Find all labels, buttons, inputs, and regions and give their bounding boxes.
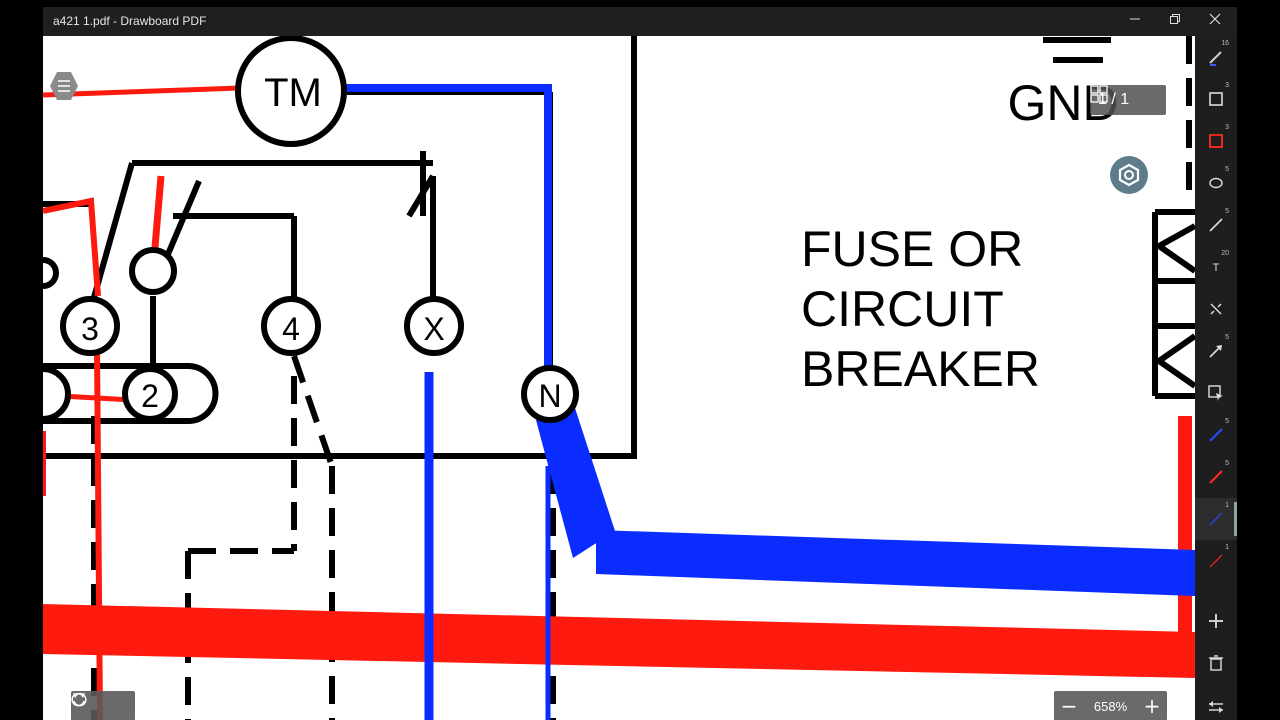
pen-icon [1209,51,1222,66]
window-title: a421 1.pdf - Drawboard PDF [53,14,207,28]
delete-button[interactable] [1195,642,1237,684]
ellipse-tool[interactable]: 5 [1195,162,1237,204]
minimize-button[interactable] [1115,7,1155,36]
zoom-out-button[interactable]: − [1060,694,1078,718]
svg-text:T: T [1213,262,1220,274]
blue-line-thin-tool[interactable]: 1 [1195,498,1237,540]
zoom-control: − 658% + [1054,691,1167,720]
fuse-label-line2: CIRCUIT [801,281,1004,337]
menu-button[interactable] [47,69,81,103]
blue-line-icon [1209,428,1223,442]
terminal-2 [122,366,178,422]
blue-line-tool[interactable]: 5 [1195,414,1237,456]
terminal-n-label: N [538,378,561,414]
rectangle-red-tool[interactable]: 3 [1195,120,1237,162]
terminal-x-label: X [423,311,444,347]
tm-label: TM [264,71,322,115]
red-line-tool[interactable]: 5 [1195,456,1237,498]
pen-tool[interactable]: 16 [1195,36,1237,78]
red-line-icon [1209,470,1223,484]
terminal-3-label: 3 [81,311,99,347]
title-bar: a421 1.pdf - Drawboard PDF [43,7,1237,36]
eraser-icon [1210,303,1222,315]
grid-view-icon[interactable] [1090,85,1108,103]
annotation-toolbar: 16 3 3 5 5 T 20 5 [1195,36,1237,720]
line-tool[interactable]: 5 [1195,204,1237,246]
arrow-tool[interactable]: 5 [1195,330,1237,372]
zoom-in-button[interactable]: + [1143,694,1161,718]
pdf-canvas[interactable]: TM 3 2 4 X N GND FUSE OR CIRCUIT BREAKER [43,36,1195,720]
close-icon [1209,13,1221,25]
add-tool-button[interactable] [1195,600,1237,642]
blue-line-thin-icon [1209,512,1223,526]
terminal-2-label: 2 [141,378,159,414]
redo-icon [71,692,85,707]
terminal-4 [261,296,321,356]
settings-button[interactable] [1109,155,1149,195]
select-tool[interactable] [1195,372,1237,414]
terminal-x [404,296,464,356]
select-icon [1208,385,1223,401]
restore-icon [1170,14,1180,24]
wiring-diagram: TM 3 2 4 X N GND FUSE OR CIRCUIT BREAKER [43,36,1195,720]
undo-redo-group [71,691,135,720]
fuse-label-line1: FUSE OR [801,221,1023,277]
swap-button[interactable] [1195,686,1237,720]
trash-icon [1209,655,1223,671]
ellipse-icon [1209,177,1223,189]
terminals [43,36,579,423]
app-window: a421 1.pdf - Drawboard PDF [43,7,1237,720]
rectangle-icon [1209,92,1223,106]
rectangle-black-tool[interactable]: 3 [1195,78,1237,120]
terminal-4-label: 4 [282,311,300,347]
line-icon [1209,218,1223,232]
redo-button[interactable] [71,691,135,720]
red-wires [43,85,1195,720]
close-button[interactable] [1195,7,1235,36]
arrow-icon [1209,345,1222,358]
maximize-button[interactable] [1155,7,1195,36]
minimize-icon [1130,18,1140,20]
red-line-thin-icon [1209,554,1223,568]
tm-terminal [235,36,347,147]
gear-icon [1110,156,1148,194]
swap-icon [1209,701,1223,713]
hamburger-menu-icon [50,72,78,100]
page-indicator[interactable]: 1 / 1 [1090,85,1166,115]
zoom-level: 658% [1093,698,1128,714]
text-tool[interactable]: T 20 [1195,246,1237,288]
add-icon [1209,614,1223,628]
eraser-tool[interactable] [1195,288,1237,330]
blue-wires [345,84,1195,720]
fuse-label-line3: BREAKER [801,341,1040,397]
terminal-n [521,365,579,423]
rectangle-red-icon [1209,134,1223,148]
terminal-3 [60,296,120,356]
red-line-thin-tool[interactable]: 1 [1195,540,1237,582]
text-icon: T [1213,262,1220,274]
